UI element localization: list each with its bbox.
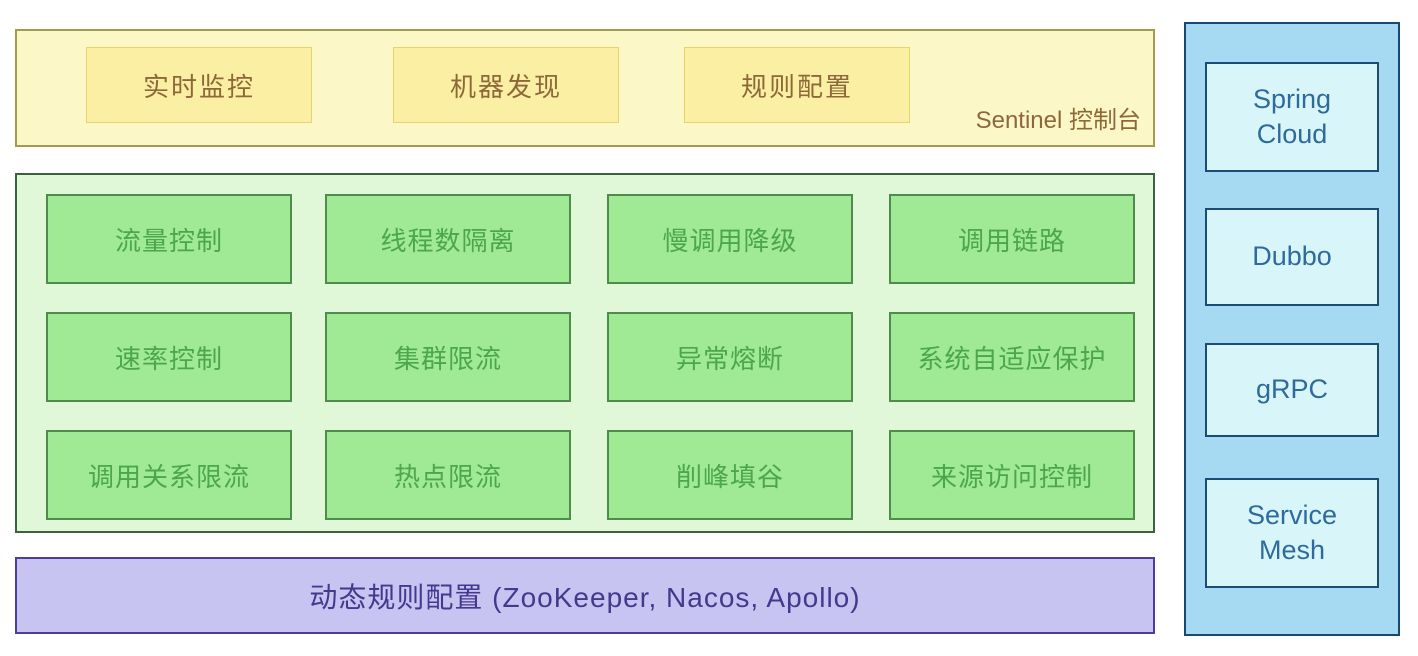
feature-origin-access-control: 来源访问控制 (889, 430, 1135, 520)
feature-call-relation-limiting: 调用关系限流 (46, 430, 292, 520)
feature-exception-circuit-break: 异常熔断 (607, 312, 853, 402)
adapter-spring-cloud: Spring Cloud (1205, 62, 1379, 172)
feature-flow-control: 流量控制 (46, 194, 292, 284)
feature-thread-isolation: 线程数隔离 (325, 194, 571, 284)
feature-system-adaptive-protect: 系统自适应保护 (889, 312, 1135, 402)
console-box-realtime-monitoring: 实时监控 (86, 47, 312, 123)
feature-rate-control: 速率控制 (46, 312, 292, 402)
adapter-service-mesh: Service Mesh (1205, 478, 1379, 588)
core-features-panel: 流量控制 线程数隔离 慢调用降级 调用链路 速率控制 集群限流 异常熔断 系统自… (15, 173, 1155, 533)
feature-peak-shaving: 削峰填谷 (607, 430, 853, 520)
feature-cluster-flow-limiting: 集群限流 (325, 312, 571, 402)
dynamic-rules-bar: 动态规则配置 (ZooKeeper, Nacos, Apollo) (15, 557, 1155, 634)
adapters-panel: Spring Cloud Dubbo gRPC Service Mesh (1184, 22, 1400, 636)
console-panel: 实时监控 机器发现 规则配置 Sentinel 控制台 (15, 29, 1155, 147)
feature-slow-call-degradation: 慢调用降级 (607, 194, 853, 284)
console-panel-label: Sentinel 控制台 (975, 107, 1141, 134)
feature-hotspot-limiting: 热点限流 (325, 430, 571, 520)
console-box-machine-discovery: 机器发现 (393, 47, 619, 123)
adapter-dubbo: Dubbo (1205, 208, 1379, 306)
console-box-rule-configuration: 规则配置 (684, 47, 910, 123)
adapter-grpc: gRPC (1205, 343, 1379, 437)
feature-call-chain: 调用链路 (889, 194, 1135, 284)
